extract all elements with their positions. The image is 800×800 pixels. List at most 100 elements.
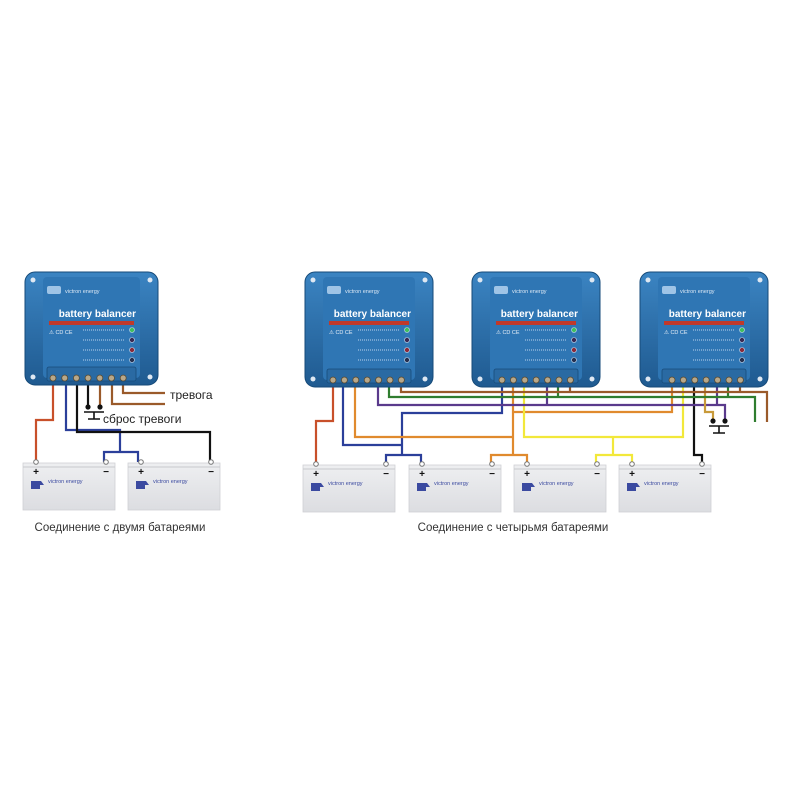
status-led-icon xyxy=(571,347,577,353)
terminal-screw-icon xyxy=(555,376,563,384)
terminal-screw-icon xyxy=(61,374,69,382)
wire-positive xyxy=(34,378,55,462)
terminal-screw-icon xyxy=(532,376,540,384)
victron-logo-icon xyxy=(627,483,640,491)
wire-negative xyxy=(692,380,704,464)
mount-hole-icon xyxy=(757,277,763,283)
device-brand: victron energy xyxy=(65,289,100,295)
battery-brand: victron energy xyxy=(153,479,188,485)
negative-terminal-icon xyxy=(103,459,109,465)
plus-sign: + xyxy=(629,469,635,480)
junction-dot xyxy=(85,404,91,410)
terminal-screw-icon xyxy=(567,376,574,384)
terminal-screw-icon xyxy=(725,376,733,384)
terminal-screw-icon xyxy=(397,376,405,384)
status-led-icon xyxy=(571,357,577,363)
mount-hole-icon xyxy=(310,277,316,283)
mount-hole-icon xyxy=(422,277,428,283)
positive-terminal-icon xyxy=(313,461,319,467)
device-brand: victron energy xyxy=(345,289,380,295)
mount-hole-icon xyxy=(30,277,36,283)
mount-hole-icon xyxy=(147,374,153,380)
battery-left-1: + − victron energy xyxy=(22,459,116,511)
plus-sign: + xyxy=(524,469,530,480)
plus-sign: + xyxy=(419,469,425,480)
status-led-icon xyxy=(739,357,745,363)
terminal-screw-icon xyxy=(73,374,80,382)
wire-alarm-a xyxy=(110,378,165,406)
terminal-screw-icon xyxy=(340,376,348,384)
battery-brand: victron energy xyxy=(434,481,469,487)
victron-logo-icon xyxy=(417,483,430,491)
plus-sign: + xyxy=(138,467,144,478)
device-brand: victron energy xyxy=(680,289,715,295)
junction-dot xyxy=(97,404,103,410)
mount-hole-icon xyxy=(645,277,651,283)
wire-midpoint xyxy=(64,378,140,462)
positive-terminal-icon xyxy=(138,459,144,465)
minus-sign: − xyxy=(103,467,109,478)
minus-sign: − xyxy=(383,469,389,480)
terminal-screw-icon xyxy=(510,376,517,384)
device-panel xyxy=(490,277,582,380)
status-led-icon xyxy=(404,327,410,333)
wire-midpoint-3 xyxy=(522,380,685,464)
plus-sign: + xyxy=(33,467,39,478)
minus-sign: − xyxy=(489,469,495,480)
device-panel xyxy=(323,277,415,380)
battery-left-2: + − victron energy xyxy=(127,459,221,511)
mount-hole-icon xyxy=(422,376,428,382)
positive-terminal-icon xyxy=(629,461,635,467)
victron-logo-icon xyxy=(31,481,44,489)
battery-right-3: + − victron energy xyxy=(513,461,607,513)
device-brand: victron energy xyxy=(512,289,547,295)
mount-hole-icon xyxy=(477,376,483,382)
battery-brand: victron energy xyxy=(328,481,363,487)
terminal-screw-icon xyxy=(84,374,92,382)
battery-brand: victron energy xyxy=(539,481,574,487)
status-led-icon xyxy=(571,337,577,343)
junction-dot xyxy=(710,418,716,424)
terminal-screw-icon xyxy=(691,376,699,384)
mount-hole-icon xyxy=(589,376,595,382)
status-led-icon xyxy=(129,347,135,353)
device-title: battery balancer xyxy=(59,309,136,320)
terminal-screw-icon xyxy=(668,376,676,384)
switch-ground-icon xyxy=(84,411,104,420)
alarm-reset-label: сброс тревоги xyxy=(103,412,181,426)
alarm-label: тревога xyxy=(170,388,213,402)
status-led-icon xyxy=(129,337,135,343)
terminal-screw-icon xyxy=(737,376,744,384)
terminal-screw-icon xyxy=(386,376,394,384)
device-panel xyxy=(658,277,750,380)
device-title: battery balancer xyxy=(334,309,411,320)
minus-sign: − xyxy=(594,469,600,480)
victron-logo-icon xyxy=(494,286,508,294)
status-led-icon xyxy=(739,337,745,343)
red-stripe xyxy=(496,321,576,325)
terminal-screw-icon xyxy=(329,376,337,384)
terminal-screw-icon xyxy=(363,376,371,384)
minus-sign: − xyxy=(208,467,214,478)
mount-hole-icon xyxy=(757,376,763,382)
status-led-icon xyxy=(571,327,577,333)
negative-terminal-icon xyxy=(383,461,389,467)
negative-terminal-icon xyxy=(489,461,495,467)
mount-hole-icon xyxy=(30,374,36,380)
terminal-screw-icon xyxy=(521,376,529,384)
certification-marks: ⚠ CD CE xyxy=(664,329,688,336)
terminal-screw-icon xyxy=(119,374,127,382)
battery-right-1: +−victron energy xyxy=(302,461,396,513)
victron-logo-icon xyxy=(47,286,61,294)
terminal-screw-icon xyxy=(96,374,104,382)
mount-hole-icon xyxy=(310,376,316,382)
battery-brand: victron energy xyxy=(48,479,83,485)
terminal-screw-icon xyxy=(352,376,360,384)
terminal-screw-icon xyxy=(714,376,721,384)
junction-dot xyxy=(722,418,728,424)
